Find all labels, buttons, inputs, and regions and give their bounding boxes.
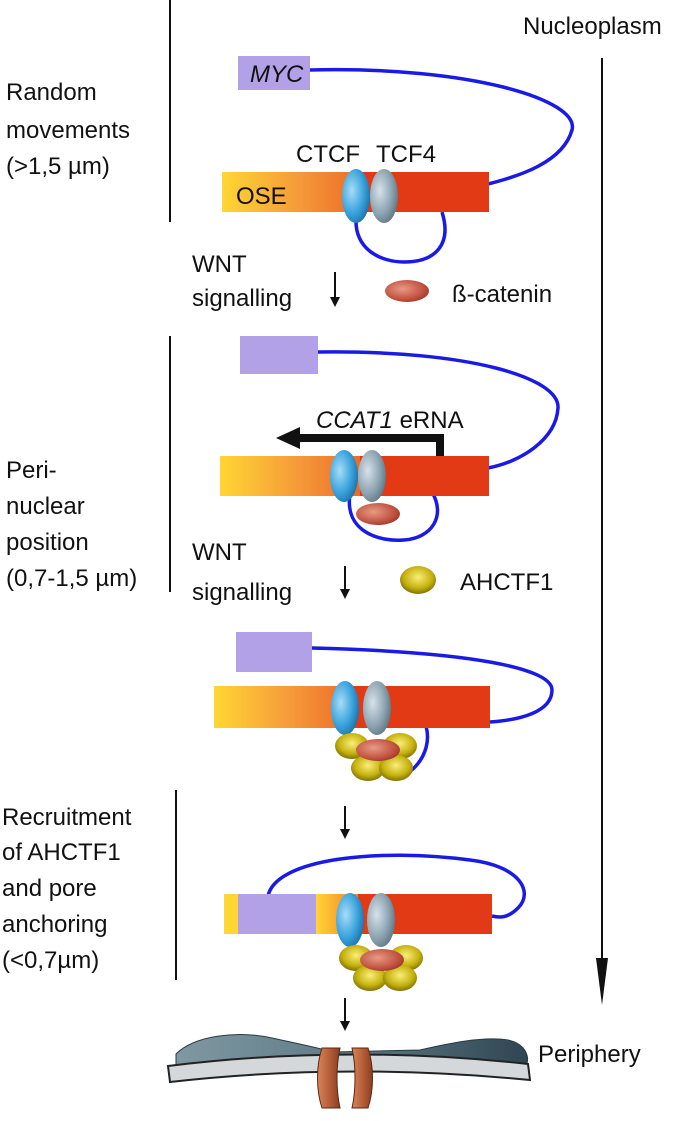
stage3-ahctf1-3 xyxy=(353,965,387,991)
ose-label: OSE xyxy=(236,183,287,210)
ctcf-label: CTCF xyxy=(296,141,360,168)
ahctf1-label: AHCTF1 xyxy=(460,569,553,596)
stage2-tcf4-protein xyxy=(358,450,386,502)
stage3-label-line-2: of AHCTF1 xyxy=(2,839,121,866)
stage3-ctcf-protein xyxy=(336,893,364,947)
step1-wnt-line-1: WNT xyxy=(192,251,247,278)
stage1-ctcf-protein xyxy=(342,169,370,223)
ccat1-erna-label: CCAT1 eRNA xyxy=(316,407,464,434)
stage2-label: Peri- nuclear position (0,7-1,5 µm) xyxy=(6,457,137,592)
nucleoplasm-label: Nucleoplasm xyxy=(523,13,662,40)
step2-wnt-line-1: WNT xyxy=(192,539,247,566)
stage3-tcf4-protein xyxy=(367,893,395,947)
beta-catenin-legend-icon xyxy=(385,280,429,302)
stage2-inner-loop xyxy=(347,491,440,542)
stage3-label-line-1: Recruitment xyxy=(2,804,132,831)
stage2b-ahctf1-3 xyxy=(351,755,385,781)
stage1-label-line-3: (>1,5 µm) xyxy=(6,153,110,180)
stage2-label-line-2: nuclear xyxy=(6,493,85,520)
step2-wnt-line-2: signalling xyxy=(192,579,292,606)
myc-gene-label: MYC xyxy=(250,61,304,88)
stage2-dna-loop xyxy=(317,350,560,470)
stage3-beta-catenin-protein xyxy=(360,949,404,971)
ccat1-erna-arrow-body xyxy=(298,434,444,456)
stage3-myc-gene-box xyxy=(238,894,316,934)
stage2-beta-catenin-protein xyxy=(356,503,400,525)
stage1-tcf4-protein xyxy=(370,169,398,223)
stage1-label-line-2: movements xyxy=(6,117,130,144)
stage2b-ahctf1-4 xyxy=(379,755,413,781)
beta-catenin-label: ß-catenin xyxy=(452,281,552,308)
stage3-label-line-4: anchoring xyxy=(2,911,107,938)
stage2-ctcf-protein xyxy=(330,450,358,502)
stage1-dna-loop xyxy=(309,67,575,186)
stage2b-dna-loop xyxy=(311,646,554,724)
stage2-label-line-3: position xyxy=(6,529,89,556)
ahctf1-legend-icon xyxy=(400,566,436,594)
stage3-label-line-5: (<0,7µm) xyxy=(2,947,99,974)
stage3-label: Recruitment of AHCTF1 and pore anchoring… xyxy=(2,804,132,974)
myc-gene-box xyxy=(238,56,310,90)
nuclear-pore-right xyxy=(351,1047,373,1109)
nuclear-envelope xyxy=(166,1053,532,1084)
stage2-label-line-1: Peri- xyxy=(6,457,57,484)
stage2-label-line-4: (0,7-1,5 µm) xyxy=(6,565,137,592)
stage2b-myc-gene-box xyxy=(236,632,312,672)
stage3-enhancer-yellow xyxy=(224,894,240,934)
stage3-label-line-3: and pore xyxy=(2,875,97,902)
stage2b-beta-catenin-protein xyxy=(356,739,400,761)
stage2b-ctcf-protein xyxy=(331,681,359,735)
stage3-ahctf1-4 xyxy=(383,965,417,991)
stage2b-tcf4-protein xyxy=(363,681,391,735)
periphery-label: Periphery xyxy=(538,1041,641,1068)
nucleoplasm-axis-arrowhead xyxy=(596,958,608,1005)
stage1-label: Random movements (>1,5 µm) xyxy=(6,79,130,180)
step1-wnt-line-2: signalling xyxy=(192,285,292,312)
ccat1-gene-name: CCAT1 xyxy=(316,407,393,434)
stage2b-enhancer-gradient xyxy=(214,686,354,728)
tcf4-label: TCF4 xyxy=(376,141,436,168)
nuclear-pore-left xyxy=(317,1047,341,1109)
stage1-label-line-1: Random xyxy=(6,79,97,106)
stage2-myc-gene-box xyxy=(240,336,318,374)
erna-suffix: eRNA xyxy=(393,407,464,434)
stage3-dna-loop xyxy=(266,853,527,919)
ccat1-erna-arrowhead xyxy=(276,427,300,449)
stage1-enhancer-gradient xyxy=(222,172,362,212)
stage1-inner-loop xyxy=(354,209,447,264)
